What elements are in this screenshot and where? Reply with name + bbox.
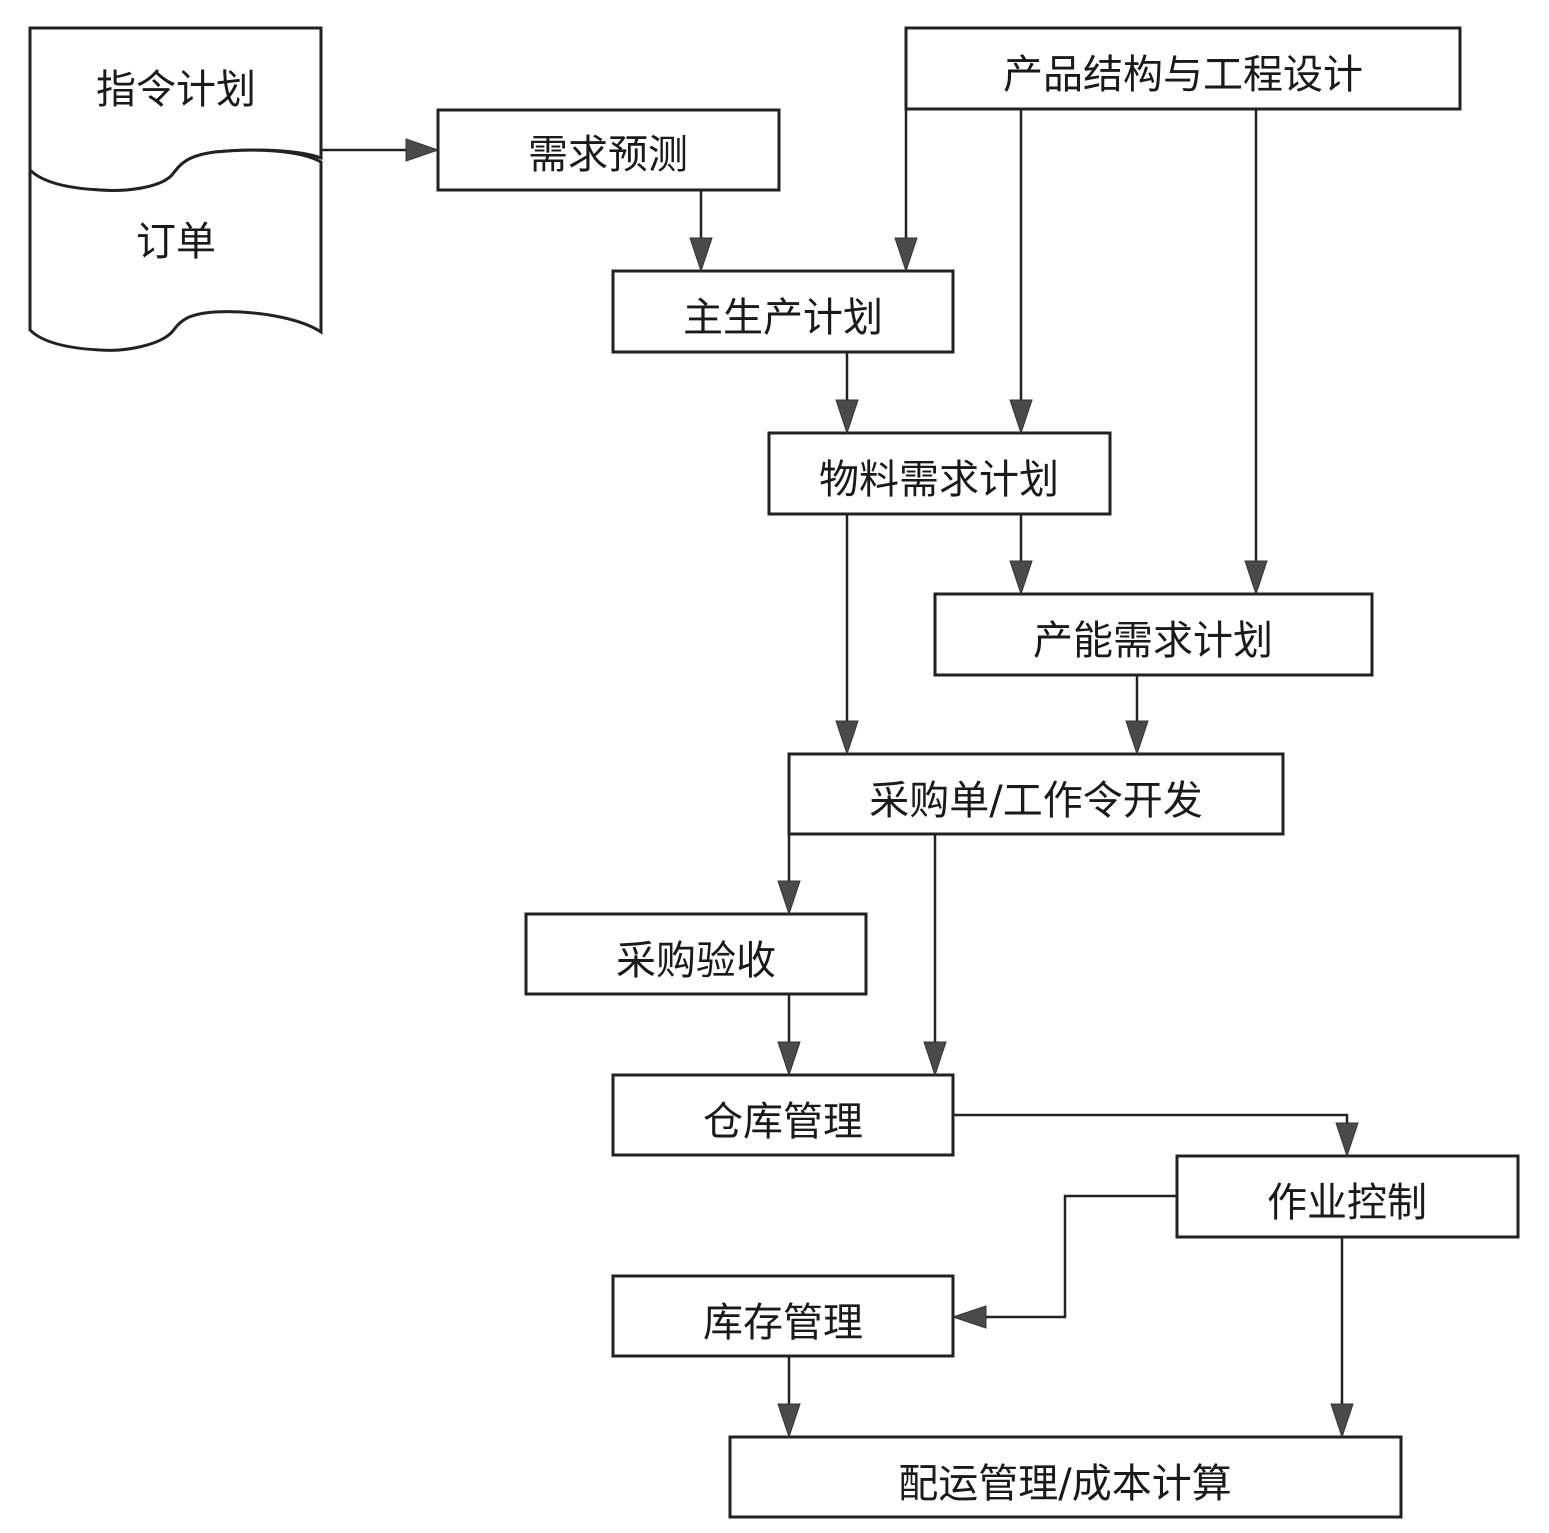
node-command-plan-label: 指令计划 [96, 67, 256, 113]
node-command-plan-order: 指令计划 订单 [28, 26, 323, 352]
edge-mrp-to-po [835, 514, 859, 756]
edge-product-structure-to-mrp [1009, 109, 1033, 435]
arrow-down-icon [835, 399, 859, 435]
node-distribution-cost: 配运管理/成本计算 [728, 1435, 1403, 1519]
edge-po-to-warehouse [923, 834, 947, 1077]
node-material-requirement-plan-label: 物料需求计划 [819, 457, 1059, 503]
node-capacity-requirement-plan-label: 产能需求计划 [1033, 618, 1273, 664]
node-purchase-acceptance: 采购验收 [524, 912, 868, 996]
node-product-structure-label: 产品结构与工程设计 [1003, 52, 1363, 98]
arrow-down-icon [777, 880, 801, 916]
node-purchase-acceptance-label: 采购验收 [616, 938, 776, 984]
edge-demand-forecast-to-mpp [689, 190, 713, 273]
arrow-down-icon [777, 1041, 801, 1077]
node-product-structure: 产品结构与工程设计 [904, 26, 1462, 111]
node-demand-forecast-label: 需求预测 [528, 132, 688, 178]
node-warehouse-management-label: 仓库管理 [703, 1099, 863, 1145]
node-material-requirement-plan: 物料需求计划 [767, 431, 1112, 516]
node-master-production-plan-label: 主生产计划 [683, 295, 883, 341]
arrow-down-icon [689, 237, 713, 273]
arrow-down-icon [1009, 560, 1033, 596]
edge-mpp-to-mrp [835, 352, 859, 435]
node-master-production-plan: 主生产计划 [611, 269, 955, 354]
edge-mrp-to-crp [1009, 514, 1033, 596]
arrow-down-icon [923, 1041, 947, 1077]
node-inventory-management: 库存管理 [611, 1274, 955, 1358]
arrow-left-icon [951, 1305, 987, 1329]
node-po-work-order: 采购单/工作令开发 [787, 752, 1285, 836]
arrow-right-icon [405, 138, 440, 162]
edge-crp-to-po [1125, 675, 1149, 756]
arrow-down-icon [1009, 399, 1033, 435]
node-inventory-management-label: 库存管理 [703, 1300, 863, 1346]
arrow-down-icon [777, 1403, 801, 1439]
edge-purchase-acceptance-to-warehouse [777, 994, 801, 1077]
node-order-label: 订单 [136, 219, 216, 265]
edge-product-structure-to-mpp [894, 109, 918, 273]
node-order-shape [28, 148, 323, 352]
arrow-down-icon [1125, 720, 1149, 756]
node-capacity-requirement-plan: 产能需求计划 [933, 592, 1374, 677]
node-operation-control-label: 作业控制 [1267, 1180, 1427, 1226]
arrow-down-icon [894, 237, 918, 273]
edge-warehouse-to-operation-control [953, 1113, 1359, 1158]
edge-po-to-purchase-acceptance [777, 834, 801, 916]
arrow-down-icon [1244, 560, 1268, 596]
edge-product-structure-to-crp [1244, 109, 1268, 596]
edge-command-plan-to-demand-forecast [321, 138, 440, 162]
node-operation-control: 作业控制 [1175, 1154, 1520, 1239]
edge-operation-control-to-inventory [951, 1194, 1177, 1329]
arrow-down-icon [1335, 1122, 1359, 1158]
node-po-work-order-label: 采购单/工作令开发 [869, 778, 1202, 824]
node-distribution-cost-label: 配运管理/成本计算 [898, 1461, 1231, 1507]
arrow-down-icon [835, 720, 859, 756]
edge-operation-control-to-distribution [1330, 1237, 1354, 1439]
node-demand-forecast: 需求预测 [436, 108, 781, 192]
edge-inventory-to-distribution [777, 1356, 801, 1439]
arrow-down-icon [1330, 1403, 1354, 1439]
node-warehouse-management: 仓库管理 [611, 1073, 955, 1157]
connectors [321, 109, 1359, 1439]
